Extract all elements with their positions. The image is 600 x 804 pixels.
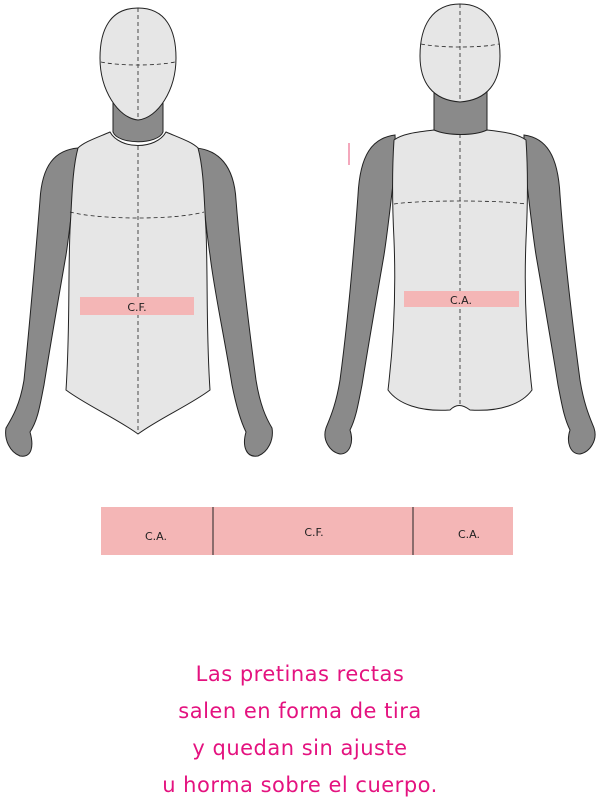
back-figure: C.A.: [324, 3, 596, 455]
back-bust-line: [393, 200, 527, 205]
front-waistband: [80, 297, 194, 315]
strip-left-label: C.A.: [145, 530, 167, 543]
back-waistband: [404, 291, 519, 307]
back-left-arm: [324, 134, 397, 455]
caption-line-4: u horma sobre el cuerpo.: [162, 773, 438, 797]
caption: Las pretinas rectas salen en forma de ti…: [0, 656, 600, 804]
back-waistband-label: C.A.: [450, 294, 472, 307]
strip-center-label: C.F.: [304, 526, 323, 539]
front-waistband-label: C.F.: [127, 301, 146, 314]
front-figure: C.F.: [5, 7, 273, 457]
front-left-arm: [5, 147, 79, 457]
strip-rect: [101, 507, 513, 555]
caption-line-1: Las pretinas rectas: [195, 662, 405, 686]
back-right-arm: [523, 134, 596, 455]
strip-right-label: C.A.: [458, 528, 480, 541]
caption-line-2: salen en forma de tira: [178, 699, 422, 723]
waistband-strip: C.A. C.F. C.A.: [101, 507, 513, 555]
front-right-arm: [195, 147, 273, 457]
caption-line-3: y quedan sin ajuste: [192, 736, 408, 760]
